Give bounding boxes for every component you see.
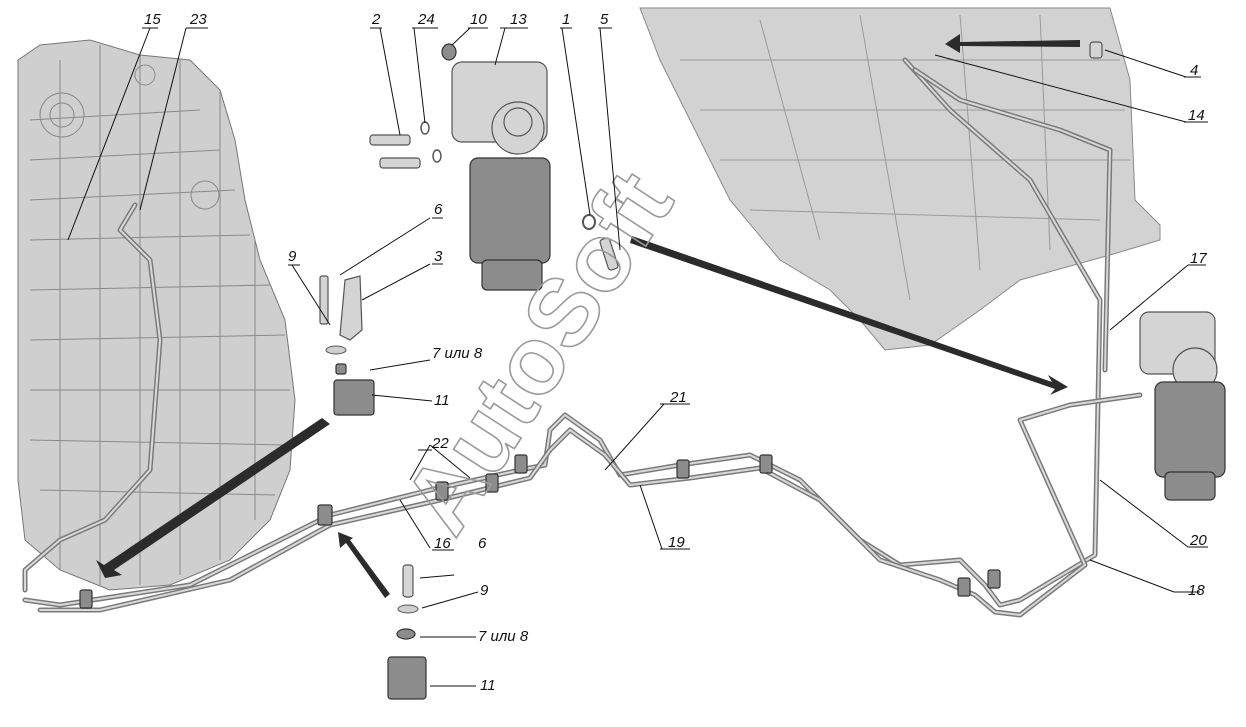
bracket-3 [339,275,363,341]
callout-14: 14 [1188,107,1205,124]
callout-6-bottom: 6 [478,535,487,552]
bolt-6-bottom [402,564,414,598]
callout-11-bottom: 11 [480,677,496,694]
callout-1: 1 [562,11,570,28]
callout-21: 21 [669,389,687,406]
callout-24: 24 [417,11,435,28]
clamp-11-top [333,379,375,416]
callout-4: 4 [1190,62,1198,79]
fuel-filter-17 [1139,311,1226,501]
nut-10 [441,43,457,61]
pipe-clamps [79,454,1001,609]
callout-15: 15 [144,11,161,28]
callout-9-bottom: 9 [480,582,489,599]
direction-arrows [96,34,1080,598]
callout-11-top: 11 [434,392,450,409]
leader-lines [67,27,1208,687]
callout-13: 13 [510,11,527,28]
fuel-lines [22,57,1143,618]
seal-rings-24 [420,121,442,163]
callout-10: 10 [470,11,487,28]
clamp-11-bottom [387,656,427,700]
callout-20: 20 [1189,532,1207,549]
washer-9-bottom [397,604,419,614]
callout-17: 17 [1190,250,1207,267]
callout-3: 3 [434,248,443,265]
callout-7-or-8-top: 7 или 8 [432,345,483,362]
bolt-6-top [319,275,329,325]
callout-19: 19 [668,534,685,551]
callout-7-or-8-bottom: 7 или 8 [478,628,529,645]
fuel-tank [639,7,1161,351]
spacer-7-8-top [335,363,347,375]
callout-5: 5 [600,11,609,28]
callout-6-top: 6 [434,201,443,218]
callout-9-top: 9 [288,248,297,265]
fuel-filter-13 [451,61,551,291]
bolt-5 [599,237,619,271]
callout-labels: 15 23 2 24 10 13 1 5 4 14 6 9 3 7 или 8 … [144,11,1207,694]
washer-9-top [325,345,347,355]
bolt-4 [1089,41,1103,59]
callout-18: 18 [1188,582,1205,599]
callout-23: 23 [189,11,207,28]
spacer-7-8-bottom [396,628,416,640]
callout-22: 22 [431,435,449,452]
callout-2: 2 [371,11,381,28]
washer-1 [582,214,596,230]
fittings-2 [369,134,421,169]
callout-16: 16 [434,535,451,552]
